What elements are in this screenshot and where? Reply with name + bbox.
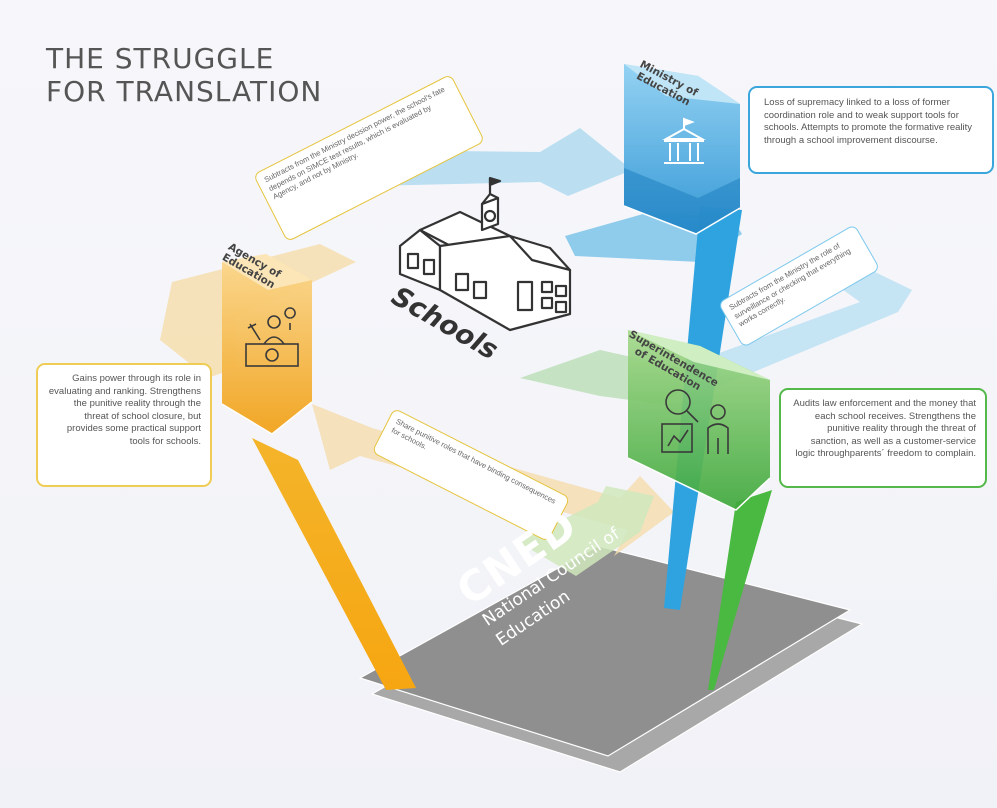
evaluator-at-desk-icon	[245, 307, 299, 367]
page-title-line1: THE STRUGGLE	[46, 42, 275, 75]
beam-agency	[252, 438, 416, 690]
ministry-callout: Loss of supremacy linked to a loss of fo…	[748, 86, 994, 174]
superintendence-cube	[627, 330, 771, 511]
government-building-icon	[662, 117, 706, 164]
page-title-line2: FOR TRANSLATION	[46, 75, 323, 109]
page-title: THE STRUGGLE FOR TRANSLATION	[46, 42, 322, 108]
arrow-super-to-agency	[518, 486, 654, 576]
auditor-inspecting-icon	[661, 389, 729, 454]
school-building-icon	[398, 176, 572, 332]
arrow-superintendence-to-ministry	[700, 256, 912, 386]
ministry-cube	[623, 64, 741, 235]
agency-callout: Gains power through its role in evaluati…	[36, 363, 212, 487]
beam-superintendence	[708, 490, 772, 690]
cned-platform	[358, 545, 864, 773]
superintendence-callout: Audits law enforcement and the money tha…	[779, 388, 987, 488]
